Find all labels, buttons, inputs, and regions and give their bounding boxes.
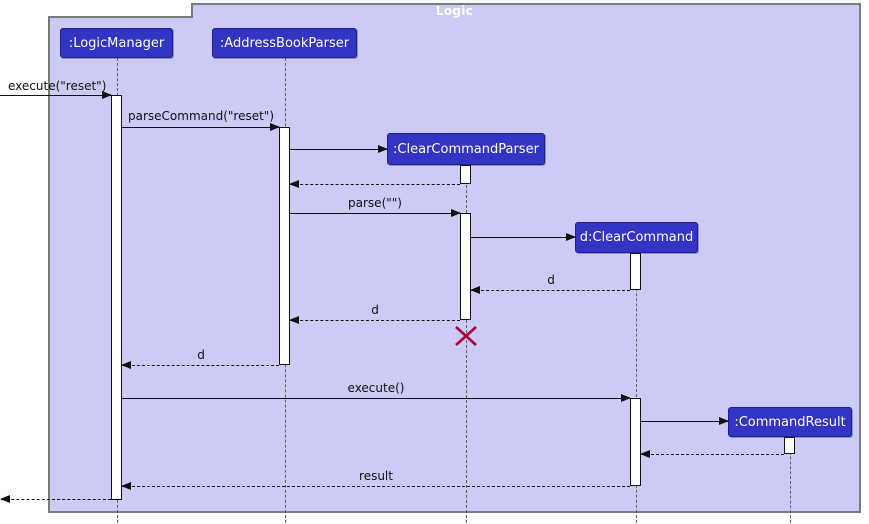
activation-logic-manager bbox=[111, 95, 122, 500]
message-execute-label: execute() bbox=[347, 381, 405, 395]
participant-logic-manager-label: :LogicManager bbox=[68, 35, 165, 51]
activation-address-book-parser bbox=[279, 127, 290, 365]
arrowhead-icon bbox=[378, 145, 388, 153]
participant-command-result: :CommandResult bbox=[728, 407, 852, 437]
message-result-arrow bbox=[121, 482, 630, 490]
arrowhead-icon bbox=[470, 286, 480, 294]
arrowhead-icon bbox=[451, 209, 461, 217]
message-return-d2-arrow bbox=[289, 316, 460, 324]
message-parse-command-label: parseCommand("reset") bbox=[127, 109, 275, 123]
participant-command-result-label: :CommandResult bbox=[734, 414, 846, 430]
participant-clear-command-label: d:ClearCommand bbox=[579, 230, 694, 245]
arrowhead-icon bbox=[289, 316, 299, 324]
message-return-caller-arrow bbox=[0, 495, 111, 503]
arrowhead-icon bbox=[566, 233, 576, 241]
lifeline-command-result bbox=[790, 437, 791, 523]
arrowhead-icon bbox=[121, 361, 131, 369]
activation-command-result bbox=[784, 437, 795, 454]
logic-frame bbox=[48, 16, 861, 513]
message-parse-arrow bbox=[290, 209, 461, 217]
lifeline-clear-command-parser bbox=[466, 165, 467, 523]
arrowhead-icon bbox=[289, 180, 299, 188]
message-return-d1-label: d bbox=[547, 273, 555, 287]
activation-clear-command-parser-parse bbox=[460, 213, 471, 320]
message-execute-reset-label: execute("reset") bbox=[8, 79, 107, 93]
logic-frame-title: Logic bbox=[435, 4, 474, 18]
message-create-clear-command-parser-arrow bbox=[290, 145, 388, 153]
message-parse-label: parse("") bbox=[348, 196, 402, 210]
arrowhead-icon bbox=[719, 417, 729, 425]
participant-clear-command-parser: :ClearCommandParser bbox=[387, 133, 545, 165]
message-execute-reset-arrow bbox=[0, 91, 112, 99]
arrowhead-icon bbox=[102, 91, 112, 99]
message-return-create-parser-arrow bbox=[289, 180, 460, 188]
arrowhead-icon bbox=[621, 394, 631, 402]
destroy-x-icon bbox=[455, 326, 477, 346]
message-return-command-result-arrow bbox=[640, 450, 784, 458]
participant-address-book-parser: :AddressBookParser bbox=[212, 28, 357, 58]
message-execute-arrow bbox=[122, 394, 631, 402]
arrowhead-icon bbox=[640, 450, 650, 458]
arrowhead-icon bbox=[270, 123, 280, 131]
message-return-d3-arrow bbox=[121, 361, 279, 369]
message-result-label: result bbox=[359, 469, 393, 483]
message-return-d2-label: d bbox=[371, 303, 379, 317]
activation-clear-command-parser-create bbox=[460, 165, 471, 184]
message-create-command-result-arrow bbox=[641, 417, 729, 425]
participant-clear-command-parser-label: :ClearCommandParser bbox=[393, 141, 539, 157]
arrowhead-icon bbox=[121, 482, 131, 490]
participant-address-book-parser-label: :AddressBookParser bbox=[219, 35, 350, 51]
participant-clear-command: d:ClearCommand bbox=[575, 222, 698, 253]
message-return-d1-arrow bbox=[470, 286, 630, 294]
arrowhead-icon bbox=[0, 495, 10, 503]
activation-clear-command-execute bbox=[630, 398, 641, 486]
participant-logic-manager: :LogicManager bbox=[60, 28, 173, 58]
lifeline-clear-command bbox=[636, 253, 637, 523]
message-create-clear-command-arrow bbox=[471, 233, 576, 241]
activation-clear-command-create bbox=[630, 253, 641, 290]
message-return-d3-label: d bbox=[197, 348, 205, 362]
logic-frame-top-band bbox=[191, 3, 861, 18]
message-parse-command-arrow bbox=[122, 123, 280, 131]
